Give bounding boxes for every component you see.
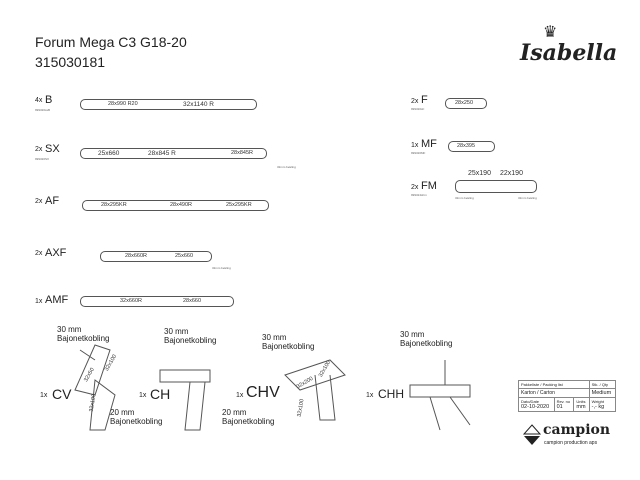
segment-label: 25x190 [468, 170, 491, 177]
segment-label: 28x990 R20 [108, 101, 138, 107]
part-name: B [45, 94, 53, 106]
note: 32mm bøsling [518, 196, 537, 200]
qty: 2x [35, 146, 43, 153]
qty: 1x [236, 392, 244, 399]
part-code: 999320SX [35, 157, 50, 161]
part-name: SX [45, 143, 60, 155]
qty: 1x [139, 392, 147, 399]
size-value: Medium [588, 388, 617, 398]
segment-label: 28x845R [231, 150, 254, 156]
segment-label: 22x190 [500, 170, 523, 177]
segment-label: 25x660 [98, 150, 120, 157]
crown-icon: ♛ [543, 24, 558, 41]
part-name: F [421, 94, 428, 106]
segment-label: 28x845 R [148, 150, 176, 157]
tube [448, 141, 495, 152]
document-number: 315030181 [35, 54, 106, 70]
connector-name: CHH [378, 387, 404, 401]
qty: 2x [411, 184, 419, 191]
rev-value: 01 [556, 404, 563, 410]
segment-label: 25x295KR [226, 202, 252, 208]
qty: 4x [35, 97, 43, 104]
connector-name: CH [150, 386, 171, 402]
weight-value: -,- kg [591, 404, 605, 410]
part-name: AF [45, 195, 60, 207]
segment-label: 28x660R [125, 253, 148, 259]
part-name: AMF [45, 294, 69, 306]
tube [445, 98, 487, 109]
segment-label: 25x660 [175, 253, 194, 259]
document-title: Forum Mega C3 G18-20 [35, 34, 187, 50]
part-code: 999320sF [411, 107, 425, 111]
packing-label: Pakkeliste / Packing list [518, 380, 590, 389]
tube [80, 148, 267, 159]
tube [455, 180, 537, 193]
connector-drawings [74, 344, 471, 431]
segment-label: 32x660R [120, 298, 143, 304]
weight-label: Weight [591, 399, 604, 404]
units-value: mm [576, 404, 586, 410]
segment-label: 28x295KR [101, 202, 127, 208]
qty: 2x [35, 250, 43, 257]
segment-label: 28x490R [170, 202, 193, 208]
bottom-note: 20 mm Bajonetkobling [222, 408, 275, 426]
isabella-logo: Isabella [520, 40, 618, 66]
tube [80, 99, 257, 110]
tube [100, 251, 212, 262]
part-name: FM [421, 180, 437, 192]
top-note: 30 mm Bajonetkobling [262, 333, 315, 351]
qty: 2x [411, 98, 419, 105]
segment-label: 32x1140 R [183, 101, 214, 108]
packing-value: Karton / Carton [518, 388, 590, 398]
qty: 2x [35, 198, 43, 205]
date-value: 02-10-2020 [521, 404, 550, 410]
tube [80, 296, 234, 307]
top-note: 30 mm Bajonetkobling [164, 327, 217, 345]
units-label: Units [576, 399, 586, 404]
company-name: campion [543, 422, 611, 438]
campion-logo-icon [523, 424, 541, 445]
part-code: 999320ssB [35, 108, 51, 112]
qty: 1x [35, 298, 43, 305]
connector-name: CV [52, 386, 72, 402]
segment-label: 28x660 [183, 298, 202, 304]
qty: 1x [40, 392, 48, 399]
connector-name: CHV [246, 384, 280, 401]
segment-label: 28x250 [455, 100, 474, 106]
top-note: 30 mm Bajonetkobling [57, 325, 110, 343]
note: 32mm bøsling [277, 165, 296, 169]
part-code: 999320MF [411, 151, 426, 155]
note: 32mm bøsling [455, 196, 474, 200]
part-code: 999324sFm [411, 193, 427, 197]
note: 32mm bøsling [212, 266, 231, 270]
qty-label: Stk. / Qty [588, 380, 617, 389]
part-name: AXF [45, 247, 67, 259]
tube [82, 200, 269, 211]
date-label: Dato/Date [521, 399, 540, 404]
top-note: 30 mm Bajonetkobling [400, 330, 453, 348]
segment-label: 28x395 [457, 143, 476, 149]
qty: 1x [411, 142, 419, 149]
part-name: MF [421, 138, 437, 150]
rev-label: Rev. no [556, 399, 571, 404]
company-subtitle: campion production aps [544, 440, 598, 446]
qty: 1x [366, 392, 374, 399]
bottom-note: 20 mm Bajonetkobling [110, 408, 163, 426]
